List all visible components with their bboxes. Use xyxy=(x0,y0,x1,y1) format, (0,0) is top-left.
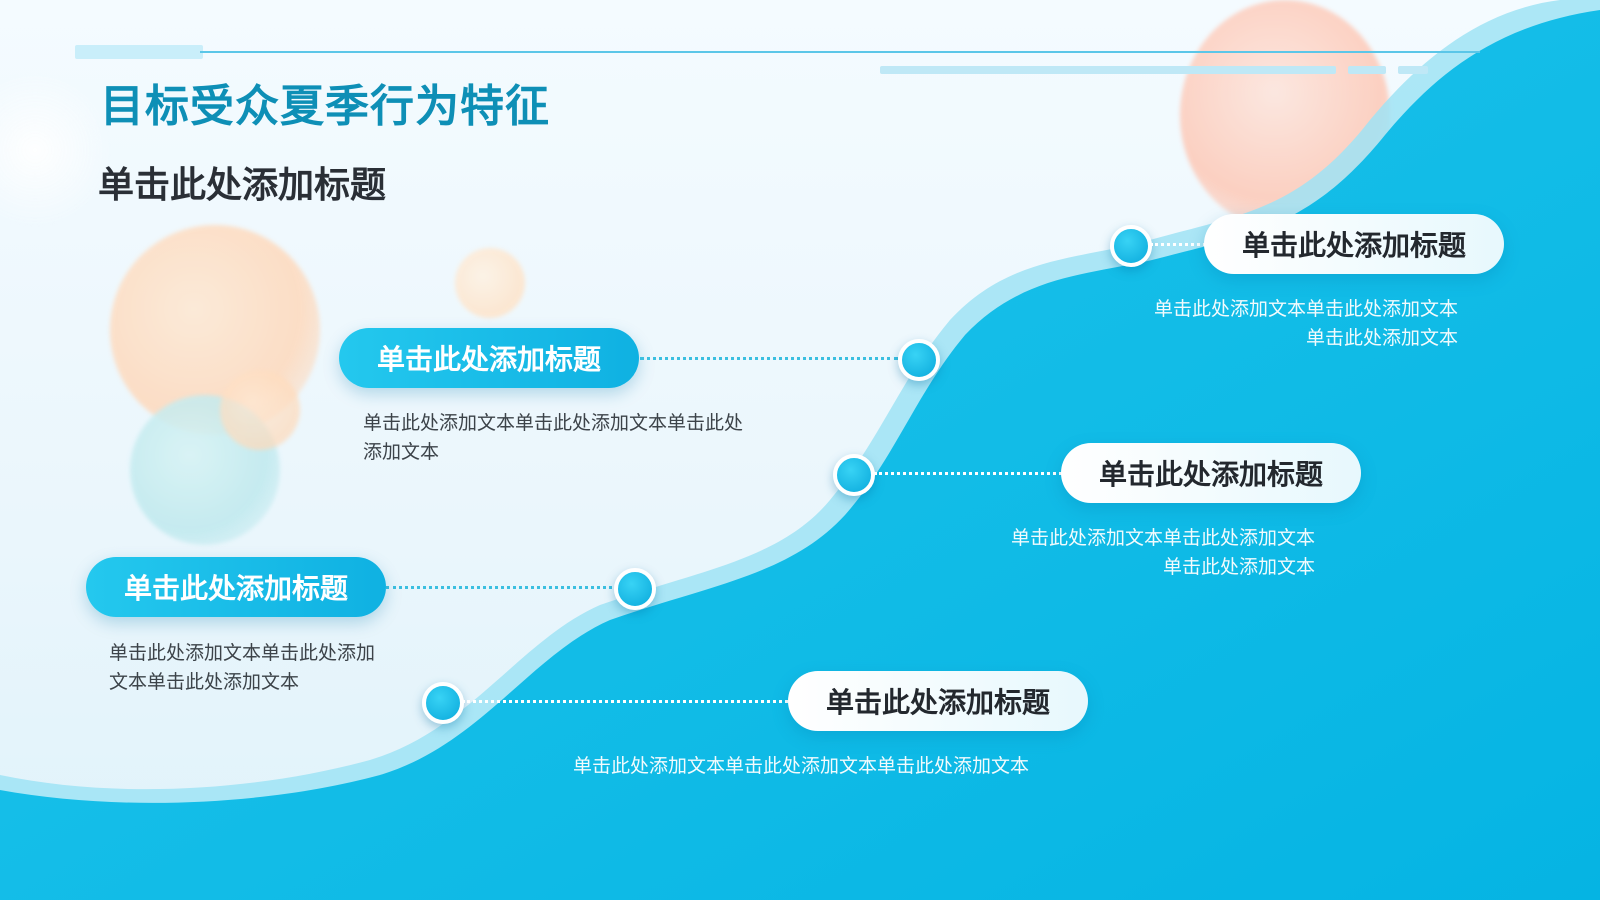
step-1-dot xyxy=(614,568,656,610)
header-deco-bar-2 xyxy=(1348,66,1386,74)
header-deco-bar-3 xyxy=(1398,66,1428,74)
header-divider-line xyxy=(200,51,1480,53)
step-5-connector xyxy=(1150,243,1206,246)
step-4-dot xyxy=(833,454,875,496)
step-3-description: 单击此处添加文本单击此处添加文本单击此处 添加文本 xyxy=(363,409,743,467)
bg-balloon-small xyxy=(220,370,300,450)
step-4-connector xyxy=(874,472,1062,475)
step-2-text-line-1: 单击此处添加文本单击此处添加文本单击此处添加文本 xyxy=(573,755,1030,777)
step-5-title[interactable]: 单击此处添加标题 xyxy=(1204,214,1504,274)
step-3-text-line-2: 添加文本 xyxy=(363,441,440,463)
step-3-text-line-1: 单击此处添加文本单击此处添加文本单击此处 xyxy=(363,412,744,434)
page-subtitle: 单击此处添加标题 xyxy=(98,165,387,206)
step-3-connector xyxy=(640,357,898,360)
step-1-title[interactable]: 单击此处添加标题 xyxy=(86,557,386,617)
step-3-title[interactable]: 单击此处添加标题 xyxy=(339,328,639,388)
step-1-connector xyxy=(386,586,618,589)
step-2-dot xyxy=(422,682,464,724)
step-3-dot xyxy=(898,339,940,381)
step-4-title[interactable]: 单击此处添加标题 xyxy=(1061,443,1361,503)
step-2-connector xyxy=(462,700,788,703)
step-2-description: 单击此处添加文本单击此处添加文本单击此处添加文本 xyxy=(573,752,1029,781)
bg-balloon-peach xyxy=(455,248,525,318)
header-deco-bar-1 xyxy=(880,66,1336,74)
step-5-text-line-1: 单击此处添加文本单击此处添加文本 xyxy=(1153,298,1458,320)
step-2-title[interactable]: 单击此处添加标题 xyxy=(788,671,1088,731)
step-4-text-line-1: 单击此处添加文本单击此处添加文本 xyxy=(1010,527,1315,549)
step-5-text-line-2: 单击此处添加文本 xyxy=(1305,327,1458,349)
page-title: 目标受众夏季行为特征 xyxy=(100,81,550,132)
step-4-description: 单击此处添加文本单击此处添加文本 单击此处添加文本 xyxy=(1003,524,1315,582)
step-1-text-line-2: 文本单击此处添加文本 xyxy=(109,671,300,693)
step-5-description: 单击此处添加文本单击此处添加文本 单击此处添加文本 xyxy=(1146,295,1458,353)
step-1-text-line-1: 单击此处添加文本单击此处添加 xyxy=(109,642,376,664)
wave-main xyxy=(0,10,1600,900)
step-1-description: 单击此处添加文本单击此处添加 文本单击此处添加文本 xyxy=(109,639,375,697)
step-5-dot xyxy=(1110,225,1152,267)
header-accent-bar xyxy=(75,45,203,59)
step-4-text-line-2: 单击此处添加文本 xyxy=(1162,556,1315,578)
